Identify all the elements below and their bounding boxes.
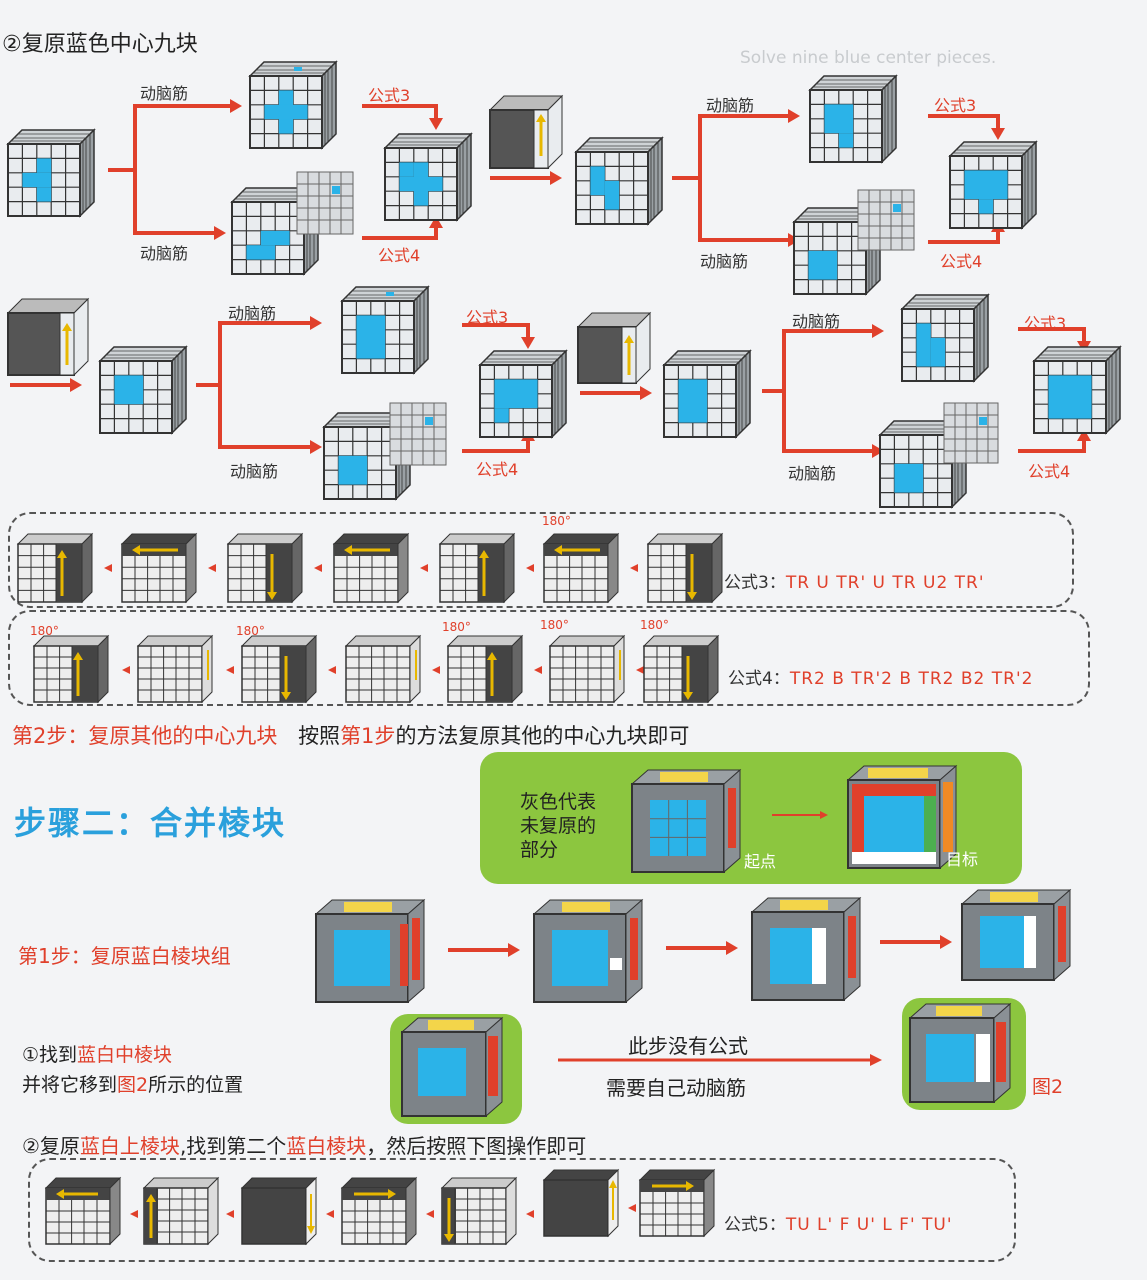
cube-r2-c2: [99, 346, 187, 434]
cube-r1-c8: [793, 207, 881, 295]
deg-label-f3: 180°: [542, 514, 571, 528]
think-label-r2a: 动脑筋: [228, 304, 277, 323]
formula4-sequence: [32, 634, 720, 704]
sub2-e: ，然后按照下图操作即可: [366, 1134, 587, 1158]
deg-label-f4d: 180°: [540, 618, 569, 632]
formula4-box: [8, 610, 1090, 706]
cube-r2-c7: [663, 350, 751, 438]
formula4-prefix: 公式4：: [728, 669, 790, 689]
formula3-sequence: [16, 532, 724, 604]
think-label-r2c: 动脑筋: [792, 312, 841, 331]
gray-note-l3: 部分: [520, 839, 559, 861]
cube-r1-c7: [809, 75, 897, 163]
cube-r2-c4: [323, 412, 411, 500]
move-b: 图2: [117, 1074, 149, 1096]
think-label-r1c: 动脑筋: [706, 96, 755, 115]
formula4-text: 公式4：TR2 B TR'2 B TR2 B2 TR'2: [728, 664, 1033, 689]
gray-note-l1: 灰色代表: [520, 791, 597, 813]
think-label-r1b: 动脑筋: [140, 244, 189, 263]
cube-r2-c3: [341, 286, 429, 374]
sub2-c: ,找到第二个: [179, 1134, 287, 1158]
net-r2b: [943, 402, 999, 464]
deg-label-f4b: 180°: [236, 624, 265, 638]
cube-r1-c9: [949, 141, 1037, 229]
row1-diagram: [7, 61, 1037, 295]
gray-note-l2: 未复原的: [520, 815, 597, 837]
start-label: 起点: [744, 852, 777, 871]
move-a: 并将它移到: [22, 1074, 118, 1096]
formula5-moves: TU L' F U' L F' TU': [785, 1215, 953, 1235]
substep1-sequence: [314, 888, 1072, 1004]
step2-line: 第2步：复原其他的中心九块 按照第1步的方法复原其他的中心九块即可: [12, 720, 689, 750]
find-start-cube: [400, 1016, 504, 1118]
cube-start-1: [7, 129, 95, 217]
cube-r2-c5: [479, 350, 567, 438]
formula5-box: [28, 1158, 1016, 1262]
cube-r2-dark1: [6, 297, 90, 377]
cube-r1-bottom: [231, 187, 319, 275]
formula5-prefix: 公式5：: [724, 1215, 786, 1235]
formula4-label-r1a: 公式4: [378, 246, 421, 265]
section2-title: 步骤二：合并棱块: [14, 804, 287, 842]
step2-text-c: 的方法复原其他的中心九块即可: [395, 724, 690, 748]
formula3-label-r2a: 公式3: [466, 308, 509, 327]
net-r2: [389, 402, 447, 466]
think-self-label: 需要自己动脑筋: [606, 1076, 746, 1100]
find-b: 蓝白中棱块: [77, 1044, 173, 1066]
no-formula-label: 此步没有公式: [628, 1034, 748, 1058]
find-piece-text: ①找到蓝白中棱块 并将它移到图2所示的位置: [22, 1040, 243, 1100]
formula3-box: [8, 512, 1074, 608]
deg-label-f4e: 180°: [640, 618, 669, 632]
formula4-label-r2b: 公式4: [1028, 462, 1071, 481]
think-label-r1a: 动脑筋: [140, 84, 189, 103]
think-label-r2d: 动脑筋: [788, 464, 837, 483]
sub2-d: 蓝白棱块: [286, 1134, 367, 1158]
formula3-moves: TR U TR' U TR U2 TR': [785, 573, 985, 593]
formula3-label-r1a: 公式3: [368, 86, 411, 105]
formula5-text: 公式5：TU L' F U' L F' TU': [724, 1210, 953, 1235]
step2-text-b: 第1步: [340, 724, 396, 748]
cube-r2-c9: [879, 420, 967, 508]
cube-r2-dark2: [576, 311, 652, 385]
deg-label-f4c: 180°: [442, 620, 471, 634]
cube-r2-c10: [1033, 346, 1121, 434]
cube-r1-top: [249, 61, 337, 149]
net-r1b: [857, 189, 915, 251]
deg-label-f4a: 180°: [30, 624, 59, 638]
step2-title: 第2步：复原其他的中心九块: [12, 724, 278, 748]
formula3-prefix: 公式3：: [724, 573, 786, 593]
row2-diagram: [6, 286, 1121, 508]
sub2-a: ②复原: [22, 1134, 80, 1158]
think-label-r1d: 动脑筋: [700, 252, 749, 271]
cube-r1-c6: [575, 137, 663, 225]
start-goal-cubes: [630, 764, 958, 874]
background-english-text: Solve nine blue center pieces.: [740, 48, 997, 68]
formula4-label-r2a: 公式4: [476, 460, 519, 479]
substep1-title: 第1步：复原蓝白棱块组: [18, 944, 231, 968]
fig2-label: 图2: [1032, 1076, 1064, 1098]
no-formula-arrow: [558, 1054, 882, 1066]
gray-note: 灰色代表 未复原的 部分: [520, 790, 596, 862]
formula4-label-r1b: 公式4: [940, 252, 983, 271]
page-title: ②复原蓝色中心九块: [2, 32, 198, 57]
formula4-moves: TR2 B TR'2 B TR2 B2 TR'2: [789, 669, 1034, 689]
net-r1: [296, 171, 354, 235]
think-label-r2b: 动脑筋: [230, 462, 279, 481]
sub2-b: 蓝白上棱块: [79, 1134, 180, 1158]
move-c: 所示的位置: [148, 1074, 244, 1096]
formula3-text: 公式3：TR U TR' U TR U2 TR': [724, 568, 985, 593]
formula5-sequence: [44, 1168, 716, 1246]
find-a: ①找到: [22, 1044, 78, 1066]
cube-r1-mid: [384, 133, 472, 221]
formula3-label-r1b: 公式3: [934, 96, 977, 115]
goal-label: 目标: [946, 850, 979, 869]
formula3-label-r2b: 公式3: [1024, 314, 1067, 333]
cube-r1-dark: [488, 94, 564, 170]
substep2-text: ②复原蓝白上棱块,找到第二个蓝白棱块，然后按照下图操作即可: [22, 1130, 586, 1159]
step2-text-a: 按照: [298, 724, 341, 748]
fig2-cube: [908, 1002, 1012, 1104]
cube-r2-c8: [901, 294, 989, 382]
